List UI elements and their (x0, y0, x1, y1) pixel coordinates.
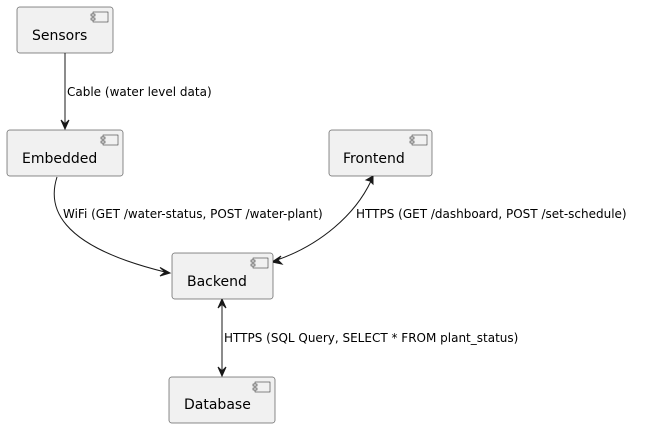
node-embedded: Embedded (6, 129, 124, 177)
node-label-database: Database (184, 397, 251, 413)
edge-backend-database: HTTPS (SQL Query, SELECT * FROM plant_st… (217, 297, 518, 378)
component-icon (90, 11, 109, 23)
node-label-sensors: Sensors (32, 28, 87, 44)
edge-label-embedded-backend: WiFi (GET /water-status, POST /water-pla… (63, 207, 323, 221)
arrow-down-left-icon (270, 255, 284, 265)
node-label-backend: Backend (187, 274, 247, 290)
component-icon (252, 381, 271, 393)
node-frontend: Frontend (328, 129, 433, 177)
arrow-up-icon (364, 175, 374, 186)
node-label-embedded: Embedded (22, 151, 97, 167)
component-icon (250, 257, 269, 269)
edge-sensors-embedded: Cable (water level data) (60, 53, 212, 131)
node-backend: Backend (171, 252, 274, 300)
node-database: Database (168, 376, 276, 424)
node-label-frontend: Frontend (343, 151, 405, 167)
component-icon (409, 134, 428, 146)
node-sensors: Sensors (16, 6, 114, 54)
arrow-right-icon (159, 267, 172, 277)
edge-embedded-backend: WiFi (GET /water-status, POST /water-pla… (53, 176, 323, 277)
edge-frontend-backend: HTTPS (GET /dashboard, POST /set-schedul… (270, 175, 627, 265)
edge-label-backend-database: HTTPS (SQL Query, SELECT * FROM plant_st… (224, 331, 518, 345)
arrow-up-icon (217, 297, 227, 309)
arrow-down-icon (217, 366, 227, 378)
arrow-down-icon (60, 119, 70, 131)
edge-label-frontend-backend: HTTPS (GET /dashboard, POST /set-schedul… (356, 207, 627, 221)
component-icon (100, 134, 119, 146)
edge-label-sensors-embedded: Cable (water level data) (67, 85, 212, 99)
